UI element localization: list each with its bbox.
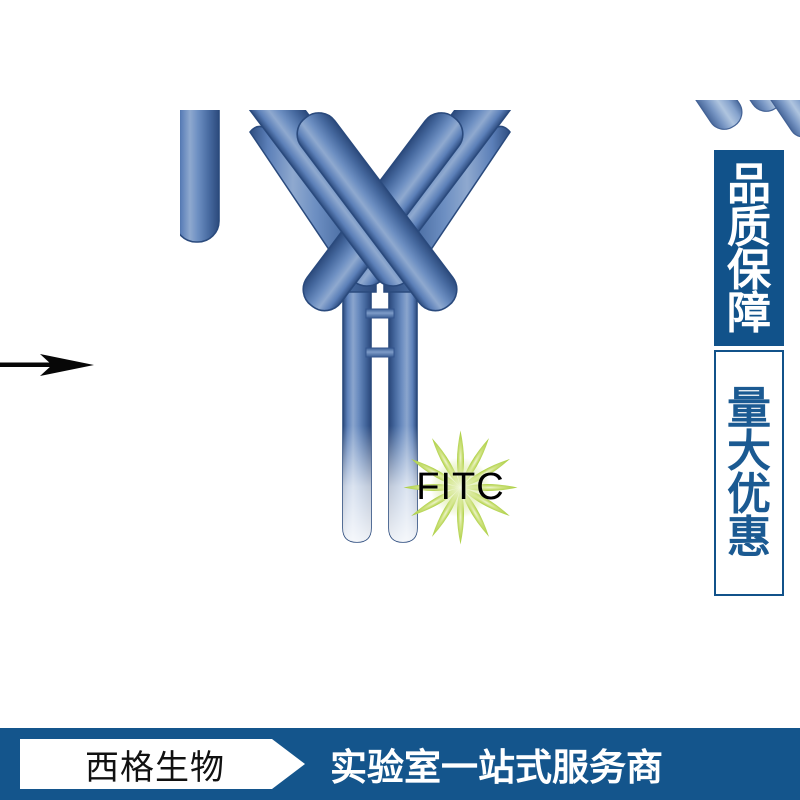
- fitc-conjugate-group: FITC: [398, 425, 523, 550]
- fluorescence-burst-icon: [403, 430, 518, 545]
- discount-char-2: 大: [727, 425, 771, 477]
- discount-char-3: 优: [727, 469, 771, 520]
- antibody-y-shape-icon: [180, 110, 525, 543]
- quality-promo-banner: 品 质 保 障 量 大 优 惠: [714, 150, 784, 596]
- quality-char-1: 品: [727, 158, 771, 210]
- quality-char-3: 保: [727, 245, 771, 296]
- brand-footer-banner: 西格生物 实验室一站式服务商: [0, 728, 800, 800]
- antibody-partial-icon: [690, 100, 800, 138]
- quality-char-2: 质: [727, 201, 771, 253]
- antibody-fab-arms: [235, 110, 525, 312]
- antibody-fab-heavy-left: [180, 110, 220, 243]
- quality-char-4: 障: [727, 288, 771, 340]
- brand-badge-shape: [20, 739, 305, 789]
- bulk-discount-box: 量 大 优 惠: [714, 350, 784, 596]
- discount-char-4: 惠: [727, 512, 771, 564]
- antibody-disulfide-bonds: [365, 308, 395, 358]
- quality-guarantee-box: 品 质 保 障: [714, 150, 784, 346]
- discount-char-1: 量: [727, 382, 771, 434]
- arrow-right-icon: [0, 354, 94, 376]
- antibody-fc-region: [342, 264, 418, 543]
- brand-name: 西格生物: [85, 747, 225, 788]
- footer-tagline: 实验室一站式服务商: [330, 746, 663, 789]
